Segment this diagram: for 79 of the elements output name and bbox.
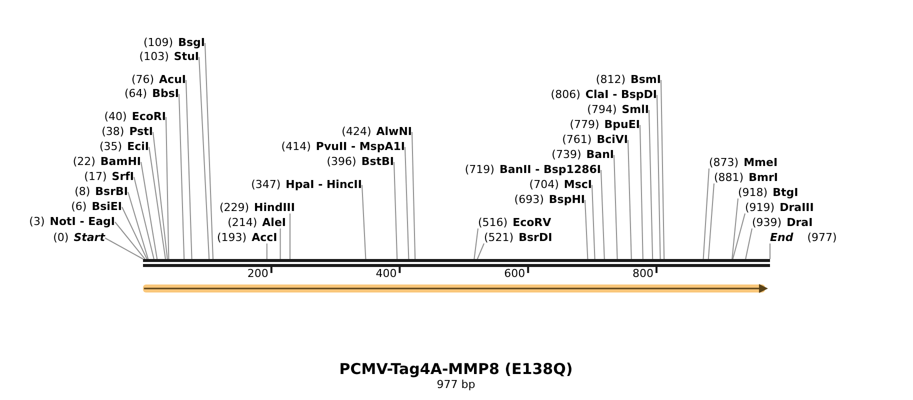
leader-line [702,168,710,260]
sequence-start-label: (0) Start [53,230,105,244]
leader-line [128,192,149,260]
scale-number: 800 [632,267,654,280]
leader-line [114,222,146,260]
enzyme-site-label: (939) DraI [752,216,813,228]
enzyme-site-label: (521) BsrDI [484,230,552,244]
leader-line [404,146,410,260]
enzyme-site-label: (414) PvuII - MspA1I [281,140,405,152]
enzyme-site-label: (76) AcuI [131,72,186,86]
enzyme-site-label: (396) BstBI [326,154,394,168]
leader-line [476,243,484,260]
enzyme-site-label: (40) EcoRI [104,110,166,122]
leader-line [122,206,148,260]
diagram-title: PCMV-Tag4A-MMP8 (E138Q) [339,360,573,378]
leader-line [708,183,714,260]
leader-line [474,228,478,260]
enzyme-site-label: (719) BanII - Bsp1286I [464,162,601,176]
caption: 977 bp [436,378,476,391]
enzyme-site-label: (17) SrfI [84,170,134,182]
enzyme-site-label: (761) BciVI [562,132,628,146]
leader-line [732,198,738,260]
enzyme-site-label: (806) ClaI - BspDI [550,88,657,100]
leader-line [628,140,632,260]
leader-line [592,184,596,260]
scale-number: 400 [376,267,397,280]
enzyme-site-label: (64) BbsI [124,86,179,100]
leader-line [362,184,366,260]
enzyme-site-label: (919) DraIII [745,200,814,214]
enzyme-site-label: (739) BanI [552,148,614,160]
dna-sequence-bar [143,259,770,267]
leader-line [640,124,644,260]
leader-line [660,80,665,260]
leader-line [412,132,416,260]
leader-line [280,228,281,260]
leader-line [204,42,214,260]
enzyme-site-label: (881) BmrI [714,170,778,184]
sequence-end-label: End (977) [770,230,837,244]
leader-line [152,132,168,260]
enzyme-site-label: (8) BsrBI [74,184,128,198]
enzyme-site-label: (38) PstI [102,124,153,138]
leader-line [394,162,398,260]
scale-number: 600 [504,267,526,280]
leader-line [600,170,605,260]
enzyme-site-label: (22) BamHI [72,154,141,168]
leader-line [134,176,154,260]
enzyme-site-label: (229) HindIII [219,200,295,214]
enzyme-site-label: (3) NotI - EagI [29,214,115,228]
leader-line [745,228,752,260]
leader-line [186,80,192,260]
leader-line [648,110,654,260]
enzyme-site-label: (193) AccI [217,230,278,244]
leader-line [198,56,210,260]
enzyme-site-label: (109) BsgI [144,36,205,48]
enzyme-site-label: (918) BtgI [738,186,798,198]
enzyme-site-label: (347) HpaI - HincII [251,178,362,190]
enzyme-site-label: (103) StuI [139,50,199,62]
enzyme-site-label: (424) AlwNI [342,124,412,138]
enzyme-site-label: (704) MscI [529,178,592,190]
leader-line [656,94,661,260]
leader-line [166,116,170,260]
leader-line [140,162,158,260]
leader-line [266,243,268,260]
enzyme-site-label: (873) MmeI [709,156,778,168]
leader-line [104,238,144,260]
scale-number: 200 [247,267,268,280]
enzyme-site-label: (779) BpuEI [570,118,640,130]
enzyme-site-label: (214) AleI [228,216,286,228]
enzyme-site-label: (35) EciI [100,140,149,152]
leader-line [148,146,166,260]
enzyme-site-label: (693) BspHI [514,192,585,206]
enzyme-site-label: (794) SmlI [587,102,649,116]
enzyme-site-label: (812) BsmI [596,72,661,86]
enzyme-site-label: (6) BsiEI [71,200,122,212]
leader-line [178,94,185,260]
leader-line [614,154,618,260]
enzyme-site-label: (516) EcoRV [478,216,552,228]
leader-line [732,213,746,260]
leader-line [584,200,588,260]
